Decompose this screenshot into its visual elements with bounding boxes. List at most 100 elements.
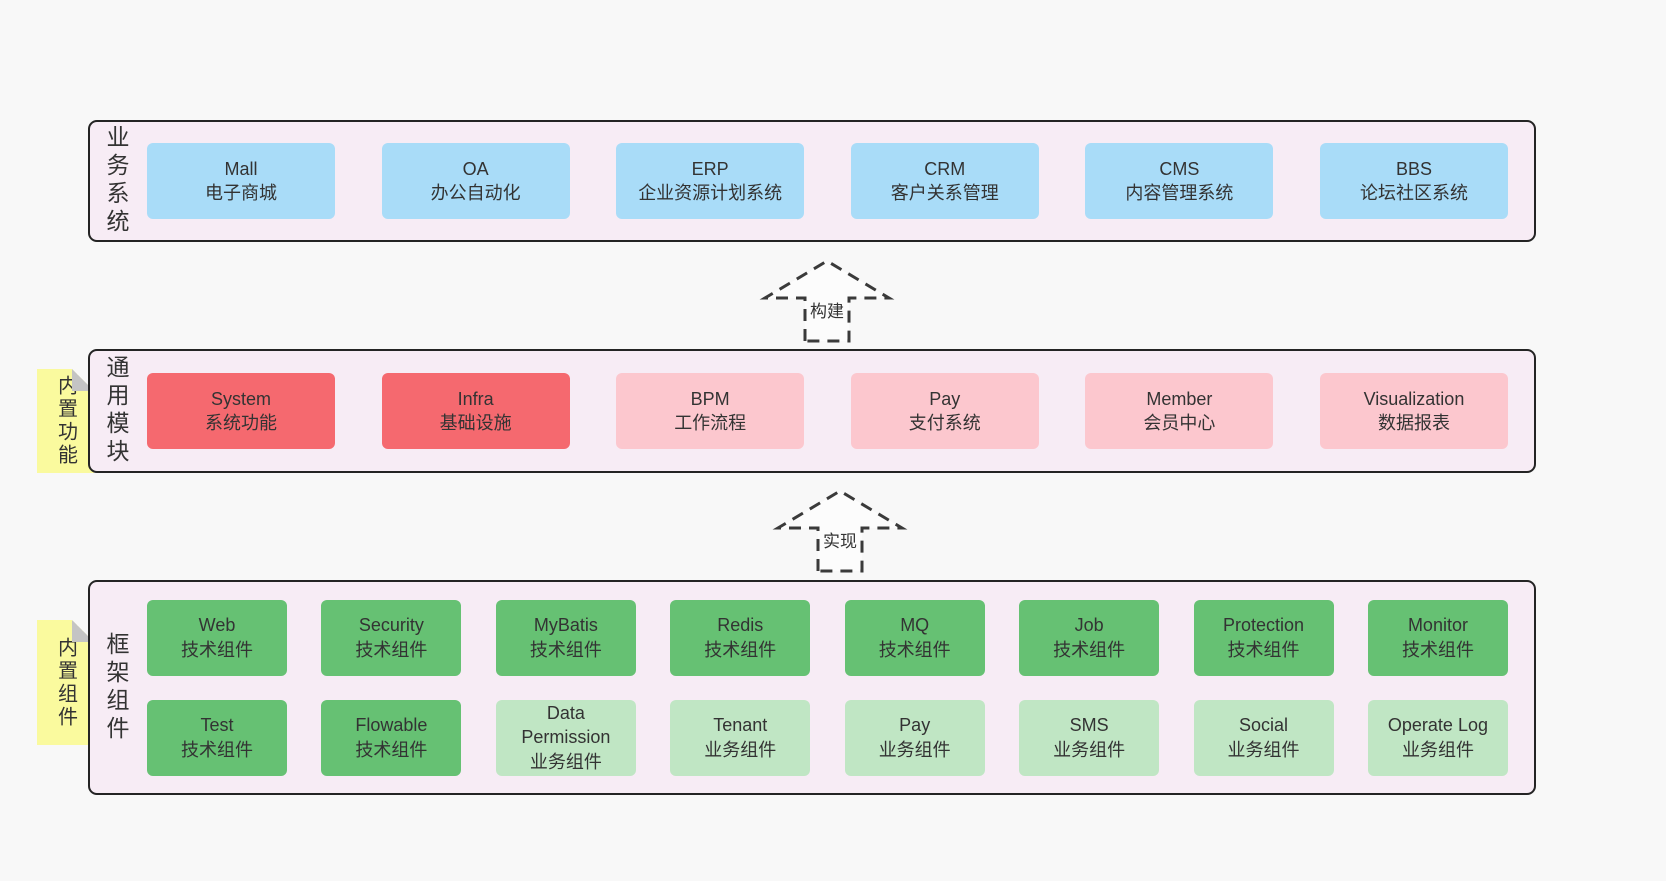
box-title-cn: 业务组件 bbox=[704, 739, 777, 760]
business-systems-row: Mall 电子商城 OA 办公自动化 ERP 企业资源计划系统 CRM 客户关系… bbox=[147, 143, 1508, 219]
box-title-cn: 业务组件 bbox=[1053, 739, 1126, 760]
framework-row-tech: Web 技术组件 Security 技术组件 MyBatis 技术组件 Redi… bbox=[147, 599, 1508, 676]
box-title-en: Flowable bbox=[355, 715, 428, 736]
layer-label-common-modules: 通用模块 bbox=[103, 355, 129, 467]
sticky-builtin-components: 内置组件 bbox=[37, 620, 94, 745]
box-title-cn: 业务组件 bbox=[878, 739, 951, 760]
box-title-en: Tenant bbox=[713, 715, 768, 736]
box-title-cn: 技术组件 bbox=[355, 639, 428, 660]
box-title-cn: 技术组件 bbox=[181, 739, 253, 760]
box-title-cn: 业务组件 bbox=[1227, 739, 1300, 760]
box-title-en: CRM bbox=[924, 158, 966, 179]
sticky-label: 内置功能 bbox=[54, 375, 77, 467]
layer-label-business-systems: 业务系统 bbox=[103, 125, 129, 237]
box-data-permission: Data Permission 业务组件 bbox=[495, 699, 636, 776]
box-operate-log: Operate Log 业务组件 bbox=[1367, 699, 1508, 776]
box-title-en: Visualization bbox=[1363, 388, 1465, 409]
box-title-cn: 工作流程 bbox=[674, 413, 747, 433]
box-sms: SMS 业务组件 bbox=[1019, 699, 1160, 776]
box-monitor: Monitor 技术组件 bbox=[1367, 599, 1508, 676]
box-title-en: Job bbox=[1074, 615, 1104, 636]
layer-business-systems: 业务系统 Mall 电子商城 OA 办公自动化 ERP 企业资源计划系统 CRM… bbox=[88, 120, 1536, 242]
box-title-en: Pay bbox=[899, 715, 931, 736]
box-title-en: OA bbox=[462, 158, 489, 179]
box-title-cn: 论坛社区系统 bbox=[1359, 183, 1468, 203]
box-title-en: MyBatis bbox=[533, 615, 598, 636]
box-test: Test 技术组件 bbox=[147, 699, 287, 776]
box-title-cn: 内容管理系统 bbox=[1125, 183, 1234, 203]
box-title-en: Security bbox=[358, 615, 424, 636]
box-title-cn: 技术组件 bbox=[704, 639, 777, 660]
framework-row-biz: Test 技术组件 Flowable 技术组件 Data Permission … bbox=[147, 699, 1508, 776]
box-title-cn: 技术组件 bbox=[181, 639, 253, 660]
arrow-implement: 实现 bbox=[770, 487, 910, 573]
box-oa: OA 办公自动化 bbox=[381, 143, 570, 219]
box-title-en: BBS bbox=[1395, 158, 1432, 179]
box-redis: Redis 技术组件 bbox=[670, 599, 811, 676]
box-visualization: Visualization 数据报表 bbox=[1319, 373, 1508, 449]
box-title-en: Protection bbox=[1223, 615, 1305, 636]
layer-common-modules: 通用模块 System 系统功能 Infra 基础设施 BPM 工作流程 Pay… bbox=[88, 349, 1536, 473]
sticky-builtin-features: 内置功能 bbox=[37, 369, 94, 473]
box-title-en: Redis bbox=[717, 615, 764, 636]
box-mq: MQ 技术组件 bbox=[844, 599, 985, 676]
box-mall: Mall 电子商城 bbox=[147, 143, 335, 219]
box-title-en: BPM bbox=[690, 388, 730, 409]
box-title-cn: 技术组件 bbox=[1227, 639, 1300, 660]
box-infra: Infra 基础设施 bbox=[381, 373, 570, 449]
box-title-en: Infra bbox=[457, 388, 494, 409]
box-member: Member 会员中心 bbox=[1085, 373, 1274, 449]
box-title-en: Social bbox=[1239, 715, 1289, 736]
box-pay-biz: Pay 业务组件 bbox=[844, 699, 985, 776]
box-title-cn: 系统功能 bbox=[205, 413, 277, 433]
box-pay: Pay 支付系统 bbox=[850, 373, 1039, 449]
box-title-en: Monitor bbox=[1407, 615, 1468, 636]
box-title-en: Pay bbox=[929, 388, 961, 409]
layer-framework-components: 框架组件 Web 技术组件 Security 技术组件 MyBatis 技术组件… bbox=[88, 580, 1536, 795]
arrow-build: 构建 bbox=[757, 257, 897, 343]
box-title-cn: 技术组件 bbox=[529, 639, 602, 660]
box-bpm: BPM 工作流程 bbox=[616, 373, 805, 449]
box-title-cn: 企业资源计划系统 bbox=[638, 183, 783, 203]
box-title-cn: 技术组件 bbox=[1053, 639, 1126, 660]
box-title-en: Member bbox=[1146, 388, 1213, 409]
box-title-cn: 数据报表 bbox=[1377, 413, 1450, 433]
sticky-label: 内置组件 bbox=[54, 636, 77, 729]
box-title-cn: 会员中心 bbox=[1143, 413, 1216, 433]
box-title-cn: 技术组件 bbox=[878, 639, 951, 660]
box-erp: ERP 企业资源计划系统 bbox=[616, 143, 805, 219]
box-title-en: ERP bbox=[691, 158, 729, 179]
box-title-en: System bbox=[210, 388, 271, 409]
box-protection: Protection 技术组件 bbox=[1193, 599, 1334, 676]
box-tenant: Tenant 业务组件 bbox=[670, 699, 811, 776]
box-job: Job 技术组件 bbox=[1019, 599, 1160, 676]
box-security: Security 技术组件 bbox=[321, 599, 462, 676]
box-title-cn: 基础设施 bbox=[439, 413, 512, 433]
box-title-en: CMS bbox=[1159, 158, 1200, 179]
common-modules-row: System 系统功能 Infra 基础设施 BPM 工作流程 Pay 支付系统… bbox=[147, 373, 1508, 449]
box-title-en: Operate Log bbox=[1387, 715, 1488, 736]
box-title-en: Mall bbox=[224, 158, 258, 179]
box-system: System 系统功能 bbox=[147, 373, 335, 449]
box-title-en: SMS bbox=[1069, 715, 1109, 736]
arrow-label-build: 构建 bbox=[807, 297, 847, 322]
box-title-cn: 电子商城 bbox=[205, 183, 277, 203]
box-title-cn: 业务组件 bbox=[1401, 739, 1474, 760]
layer-label-framework-components: 框架组件 bbox=[103, 631, 129, 744]
box-title-cn: 支付系统 bbox=[908, 413, 981, 433]
box-mybatis: MyBatis 技术组件 bbox=[495, 599, 636, 676]
box-title-cn: 客户关系管理 bbox=[890, 183, 999, 203]
box-flowable: Flowable 技术组件 bbox=[321, 699, 462, 776]
box-crm: CRM 客户关系管理 bbox=[850, 143, 1039, 219]
box-title-en: MQ bbox=[900, 615, 930, 636]
box-web: Web 技术组件 bbox=[147, 599, 287, 676]
box-title-en: Test bbox=[200, 715, 234, 736]
arrow-label-implement: 实现 bbox=[820, 527, 860, 552]
box-bbs: BBS 论坛社区系统 bbox=[1319, 143, 1508, 219]
box-social: Social 业务组件 bbox=[1193, 699, 1334, 776]
box-title-cn: 业务组件 bbox=[529, 751, 602, 772]
box-title-cn: 办公自动化 bbox=[430, 183, 521, 203]
box-cms: CMS 内容管理系统 bbox=[1085, 143, 1274, 219]
box-title-cn: 技术组件 bbox=[355, 739, 428, 760]
